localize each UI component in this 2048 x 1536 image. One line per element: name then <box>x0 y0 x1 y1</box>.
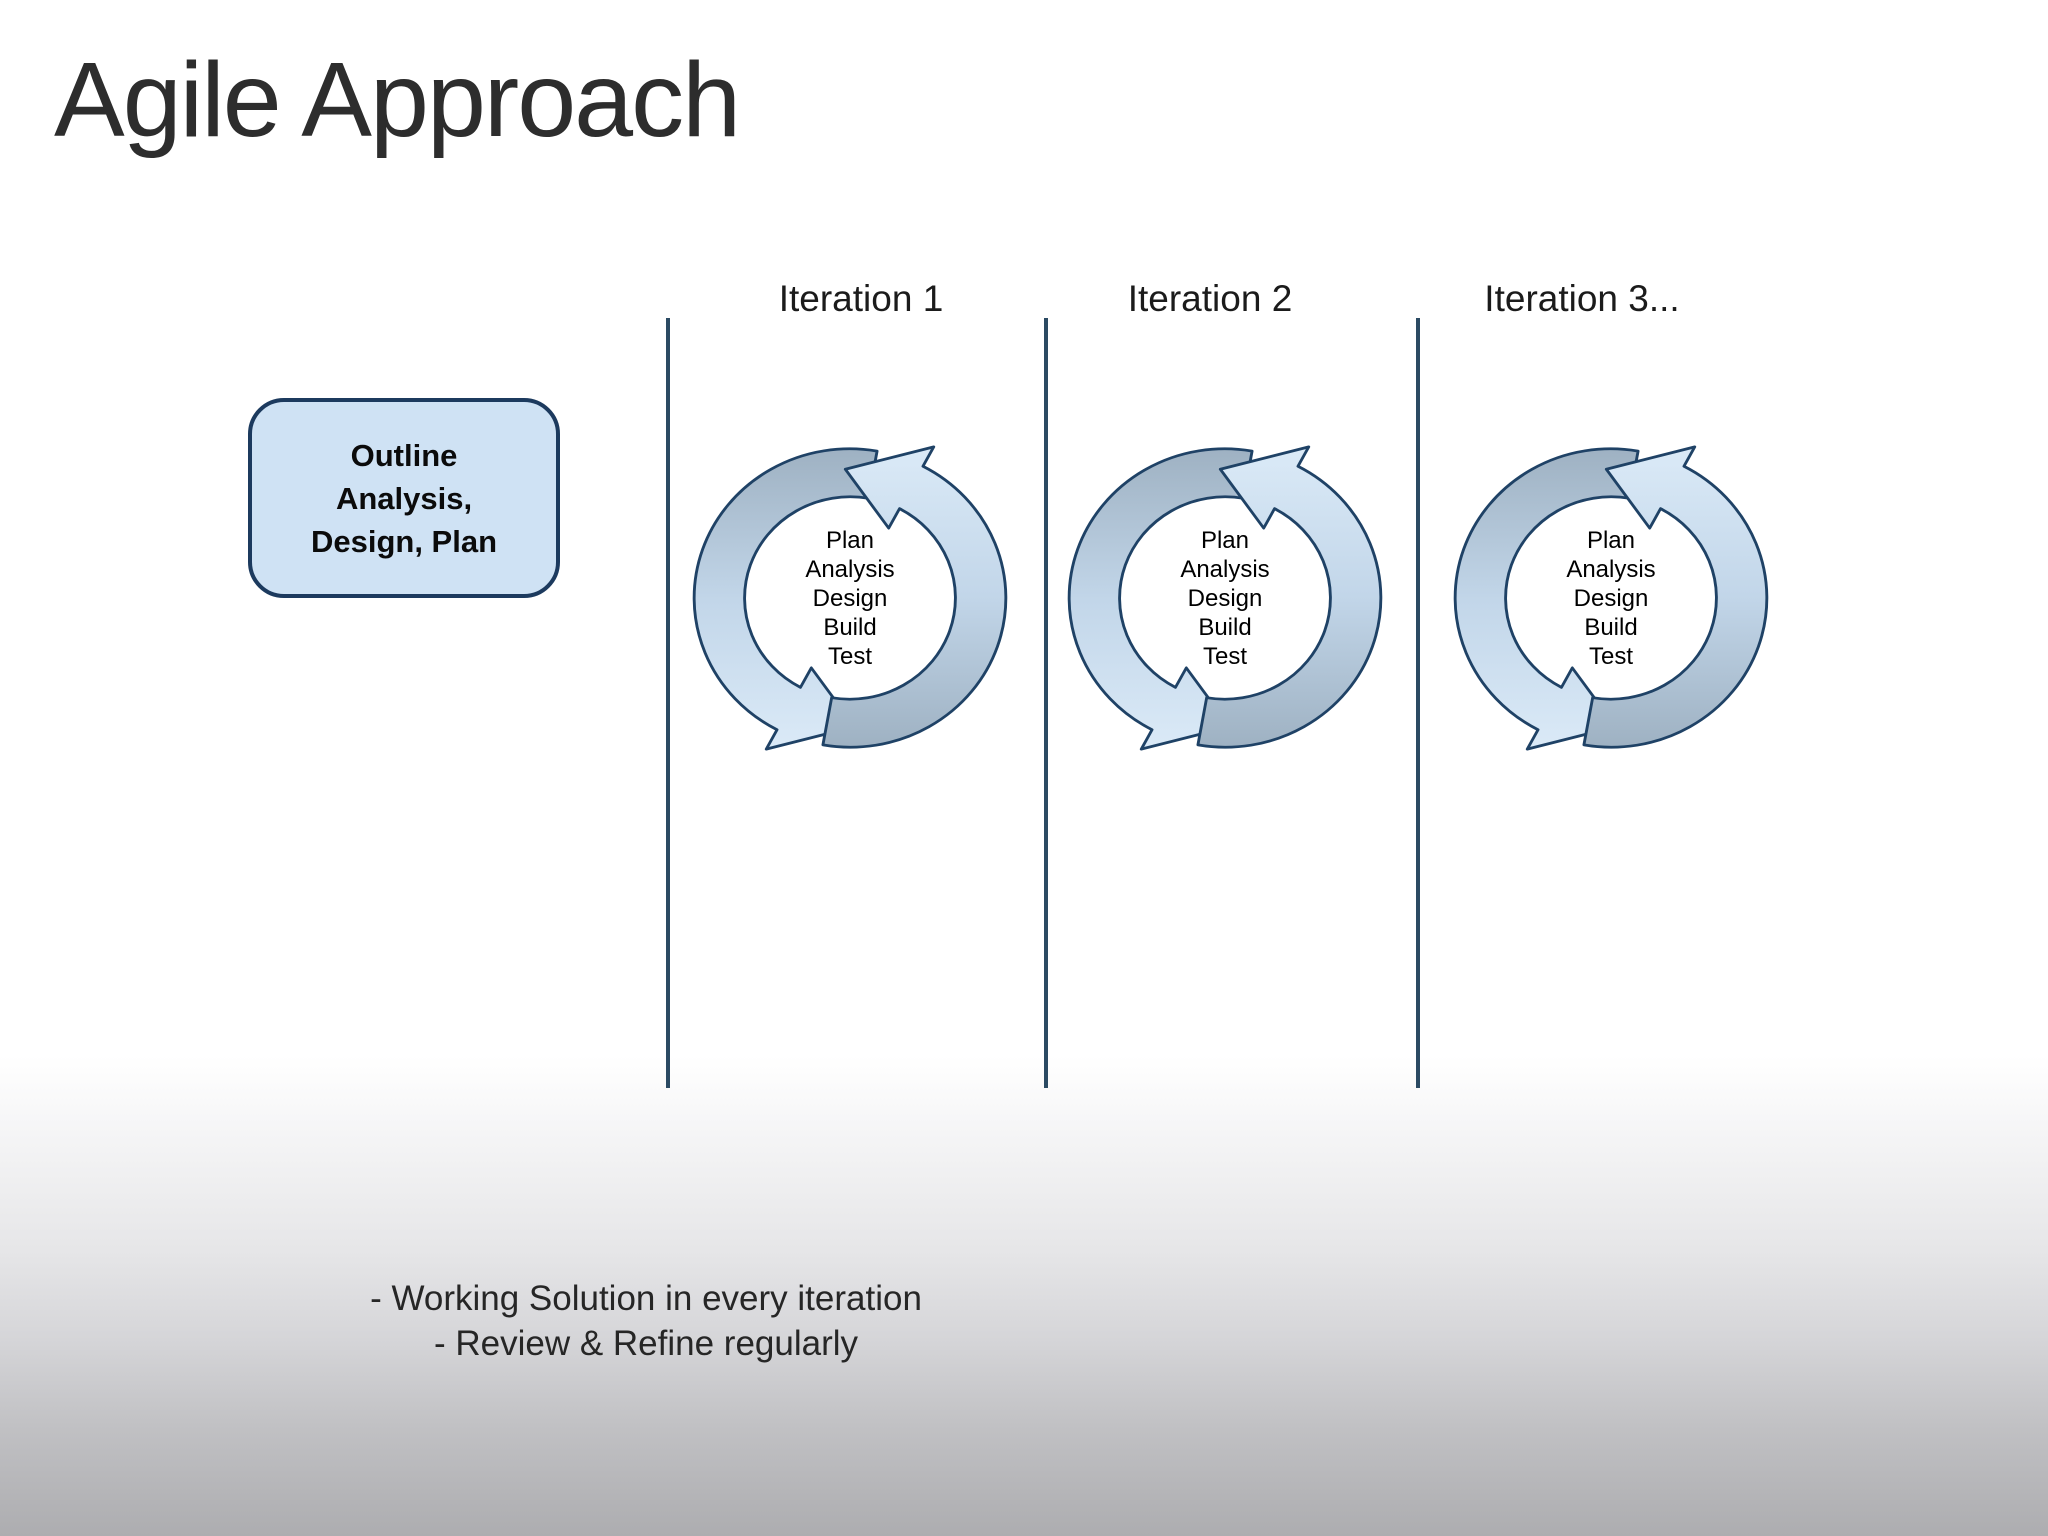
cycle-step: Design <box>1187 584 1263 612</box>
footer-note-line-1: - Working Solution in every iteration <box>370 1279 922 1318</box>
cycle-step: Test <box>1202 642 1247 670</box>
iteration-1-label: Iteration 1 <box>778 278 944 319</box>
outline-box-line-1: Outline <box>350 437 458 473</box>
cycle-diagram-iteration-3: Plan Analysis Design Build Test <box>1442 436 1780 760</box>
cycle-steps-list: Plan Analysis Design Build Test <box>1442 436 1780 760</box>
cycle-step: Build <box>823 613 877 641</box>
cycle-step: Build <box>1584 613 1638 641</box>
cycle-steps-list: Plan Analysis Design Build Test <box>681 436 1019 760</box>
cycle-step: Test <box>1588 642 1633 670</box>
outline-analysis-design-plan-box: Outline Analysis, Design, Plan <box>248 398 560 598</box>
footer-notes: - Working Solution in every iteration - … <box>370 1276 922 1366</box>
cycle-step: Analysis <box>805 555 895 583</box>
outline-box-line-2: Analysis, <box>335 480 473 516</box>
cycle-step: Design <box>1573 584 1649 612</box>
footer-note-line-2: - Review & Refine regularly <box>433 1324 859 1363</box>
cycle-step: Plan <box>1586 526 1636 554</box>
cycle-steps-list: Plan Analysis Design Build Test <box>1056 436 1394 760</box>
iteration-3-label: Iteration 3... <box>1484 278 1680 319</box>
cycle-step: Test <box>827 642 872 670</box>
slide-title: Agile Approach <box>54 41 741 159</box>
iteration-2-label: Iteration 2 <box>1127 278 1293 319</box>
cycle-step: Build <box>1198 613 1252 641</box>
iteration-divider-3 <box>1416 318 1420 1088</box>
cycle-step: Plan <box>1200 526 1250 554</box>
cycle-step: Analysis <box>1180 555 1270 583</box>
cycle-step: Design <box>812 584 888 612</box>
cycle-diagram-iteration-2: Plan Analysis Design Build Test <box>1056 436 1394 760</box>
cycle-step: Plan <box>825 526 875 554</box>
iteration-divider-1 <box>666 318 670 1088</box>
iteration-divider-2 <box>1044 318 1048 1088</box>
outline-box-line-3: Design, Plan <box>310 523 498 559</box>
cycle-step: Analysis <box>1566 555 1656 583</box>
cycle-diagram-iteration-1: Plan Analysis Design Build Test <box>681 436 1019 760</box>
